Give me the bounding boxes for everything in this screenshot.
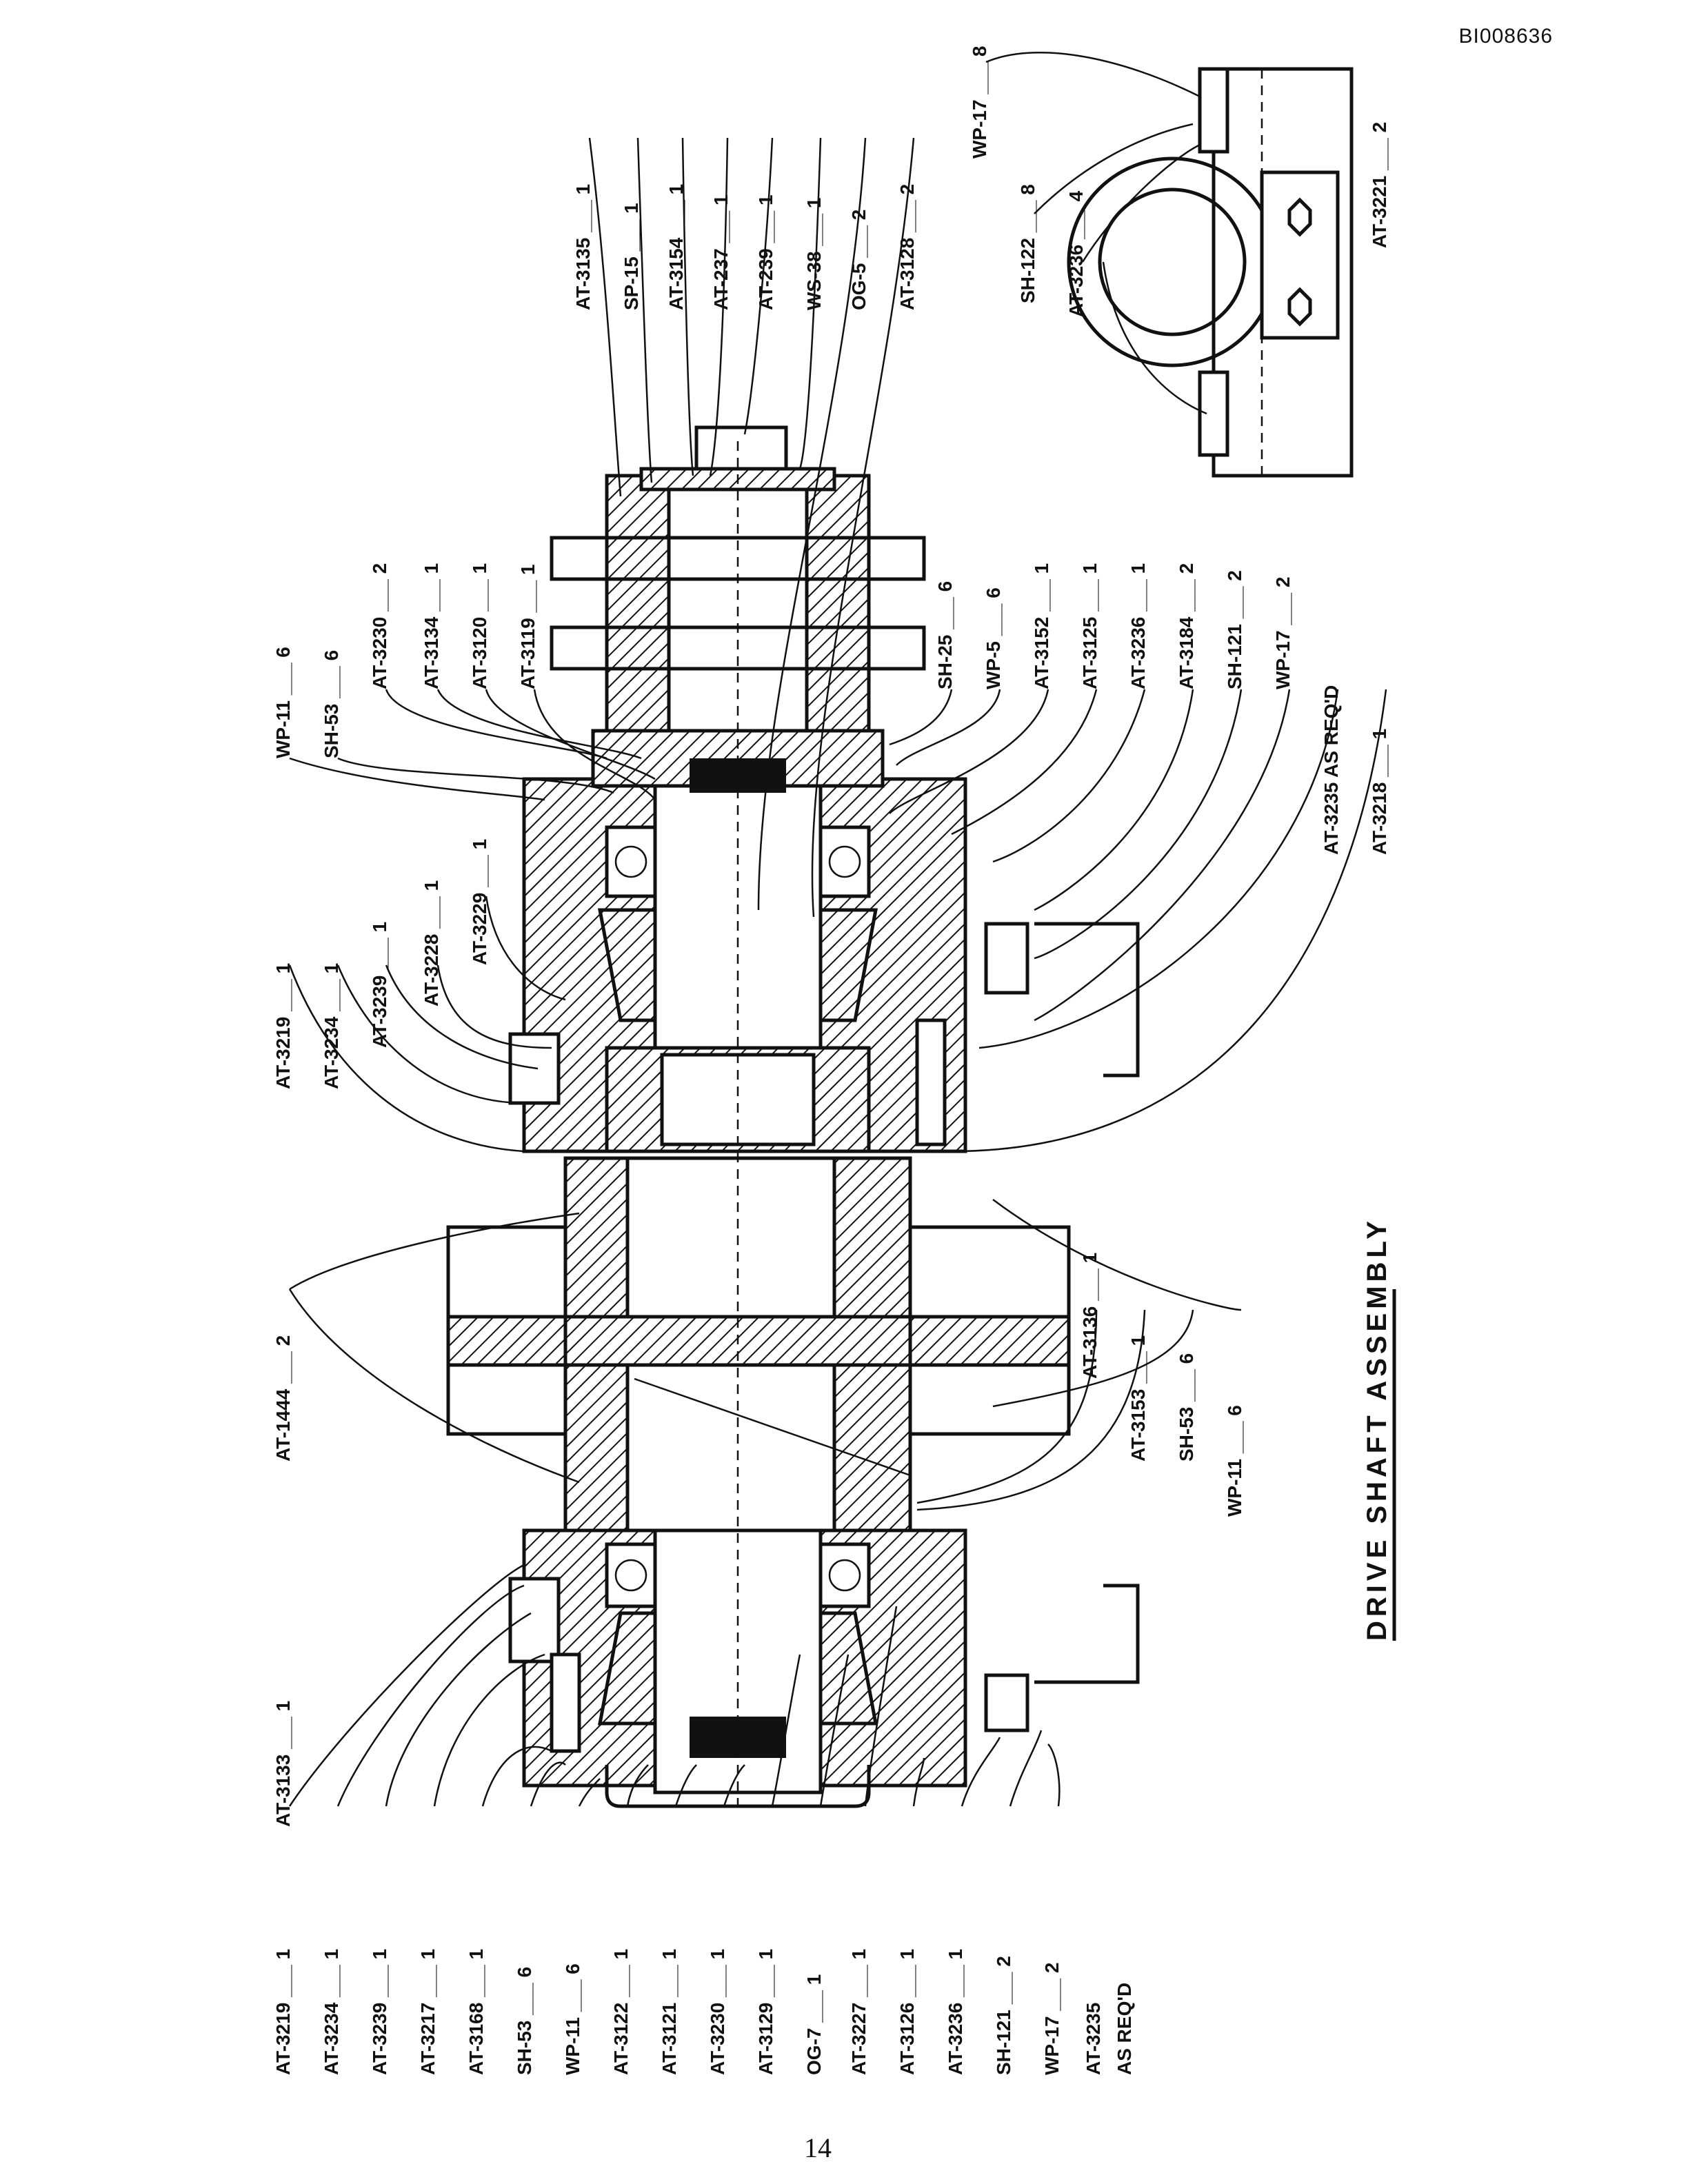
inset-bolt-bottom <box>1198 370 1229 457</box>
callout-label: AT-3217 ___ 1 <box>417 1949 439 2075</box>
callout-label: AT-239 ___ 1 <box>755 194 776 310</box>
callout-label: WP-5 ___ 6 <box>983 587 1004 689</box>
callout-label: WP-17 ___ 2 <box>1041 1963 1063 2075</box>
callout-label: AT-3122 ___ 1 <box>610 1949 632 2075</box>
callout-label: OG-7 ___ 1 <box>803 1974 825 2075</box>
callout-label: WP-17 ___ 8 <box>969 46 990 159</box>
center-collar-bore <box>660 1053 816 1146</box>
callout-label: SH-122 ___ 8 <box>1017 184 1038 303</box>
callout-label: AT-3168 ___ 1 <box>465 1949 487 2075</box>
inset-bolt-top <box>1198 67 1229 154</box>
callout-label: AT-3236 ___ 1 <box>1127 563 1149 689</box>
callout-label: WP-17 ___ 2 <box>1272 577 1294 689</box>
callout-label: SH-25 ___ 6 <box>934 581 956 689</box>
callout-label: AT-3236 ___ 4 <box>1065 190 1087 317</box>
callout-label: AT-3120 ___ 1 <box>469 563 490 689</box>
lower-mount-bolt <box>984 1673 1029 1732</box>
callout-label: AT-3235 AS REQ'D <box>1320 685 1342 855</box>
sprocket-web <box>446 1315 1071 1367</box>
inset-housing <box>1212 67 1354 478</box>
drawing-title: DRIVE SHAFT ASSEMBLY <box>1362 1217 1392 1641</box>
callout-label: AT-3121 ___ 1 <box>659 1949 680 2075</box>
callout-label: WP-11 ___ 6 <box>1224 1405 1245 1517</box>
upper-mount-bolt <box>984 922 1029 995</box>
callout-label: AT-3230 ___ 2 <box>369 563 390 689</box>
callout-label: SH-121 ___ 2 <box>993 1956 1014 2075</box>
inset-end-view <box>1067 67 1354 478</box>
callout-label: AT-3230 ___ 1 <box>707 1949 728 2075</box>
callout-label: WP-11 ___ 6 <box>562 1963 583 2075</box>
callouts-inset-group: WP-17 ___ 8 SH-122 ___ 8 AT-3236 ___ 4 AT-3… <box>969 46 1390 317</box>
callouts-bottom-group: AT-3219 ___ 1 AT-3234 ___ 1 AT-3239 ___ 1 A… <box>272 1949 1135 2075</box>
callout-label: AT-3136 ___ 1 <box>1079 1253 1101 1379</box>
callout-label: AT-3125 ___ 1 <box>1079 563 1101 689</box>
callout-label: AT-237 ___ 1 <box>710 194 732 310</box>
callout-label: AT-3227 ___ 1 <box>848 1949 870 2075</box>
callout-label: AT-3235 <box>1083 2003 1104 2075</box>
callout-label: SP-15 ___ 1 <box>621 203 642 310</box>
callout-label: AT-3184 ___ 2 <box>1176 563 1197 689</box>
callout-label: AT-3234 ___ 1 <box>321 963 342 1089</box>
callout-label: AT-3229 ___ 1 <box>469 839 490 965</box>
callout-label: AT-3128 ___ 2 <box>896 184 918 310</box>
callout-label: WP-11 ___ 6 <box>272 647 294 758</box>
callout-label: AT-3126 ___ 1 <box>896 1949 918 2075</box>
upper-roller-bearing <box>597 825 878 1022</box>
inset-bearing-inner <box>1098 188 1247 336</box>
callout-label: WS-38 ___ 1 <box>803 198 825 310</box>
callout-label: AT-3234 ___ 1 <box>321 1949 342 2075</box>
callout-label: AT-3228 ___ 1 <box>421 880 442 1007</box>
callout-label: SH-53 ___ 6 <box>1176 1353 1197 1462</box>
callout-label: AT-3154 ___ 1 <box>665 184 687 310</box>
upper-mount-bracket <box>1034 922 1140 1078</box>
inset-hex-nut-bottom <box>1287 287 1312 327</box>
callout-label: AT-3239 ___ 1 <box>369 1949 390 2075</box>
callout-label: AT-3152 ___ 1 <box>1031 563 1052 689</box>
callout-label: AT-3133 ___ 1 <box>272 1701 294 1827</box>
callout-label: OG-5 ___ 2 <box>848 210 870 310</box>
callout-label: AT-3153 ___ 1 <box>1127 1335 1149 1462</box>
callout-label: AT-3135 ___ 1 <box>572 184 594 310</box>
inset-hex-nut-top <box>1287 197 1312 237</box>
callout-label: SH-53 ___ 6 <box>321 650 342 758</box>
callouts-top-group: AT-3135 ___ 1 SP-15 ___ 1 AT-3154 ___ 1 AT-… <box>272 184 1390 1827</box>
lower-plug <box>508 1577 561 1664</box>
callout-label: AT-3239 ___ 1 <box>369 922 390 1048</box>
page-number: 14 <box>804 2132 832 2163</box>
main-section-view <box>446 425 1140 1808</box>
lower-roller-bearing <box>597 1542 878 1726</box>
callout-label: AT-3218 ___ 1 <box>1369 729 1390 855</box>
document-id: BI008636 <box>1458 25 1553 48</box>
upper-cap-bolt <box>915 1018 947 1146</box>
callout-label: AT-3134 ___ 1 <box>421 563 442 689</box>
callout-label: AT-3236 ___ 1 <box>945 1949 966 2075</box>
callout-label: AS REQ'D <box>1114 1983 1135 2075</box>
lower-bolt <box>550 1652 581 1753</box>
callout-label: AT-3221 ___ 2 <box>1369 122 1390 248</box>
lower-mount-bracket <box>1034 1584 1140 1684</box>
callout-label: AT-3219 ___ 1 <box>272 1949 294 2075</box>
leader-lines <box>288 51 1387 1807</box>
callout-label: AT-3119 ___ 1 <box>517 564 539 689</box>
inset-block <box>1260 170 1340 340</box>
callout-label: SH-121 ___ 2 <box>1224 570 1245 689</box>
callout-label: AT-3129 ___ 1 <box>755 1949 776 2075</box>
callout-label: AT-3219 ___ 1 <box>272 963 294 1089</box>
callout-label: AT-1444 ___ 2 <box>272 1335 294 1462</box>
callout-label: SH-53 ___ 6 <box>514 1967 535 2075</box>
